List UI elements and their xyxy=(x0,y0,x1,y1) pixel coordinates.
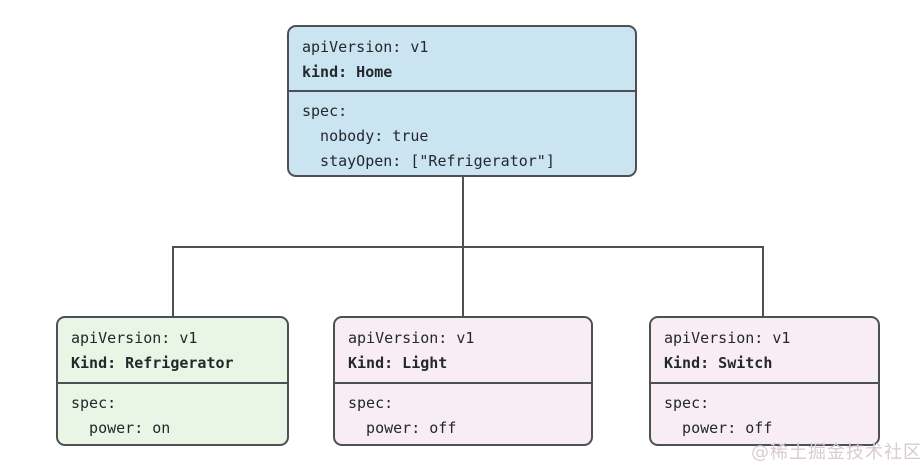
connector-root-stem xyxy=(462,177,464,248)
node-home-header: apiVersion: v1 kind: Home xyxy=(289,27,635,90)
node-home-kind: kind: Home xyxy=(302,63,393,81)
node-switch-spec: spec: xyxy=(664,394,710,412)
node-refrigerator: apiVersion: v1 Kind: Refrigerator spec: … xyxy=(56,316,289,446)
node-light-header: apiVersion: v1 Kind: Light xyxy=(335,318,591,382)
node-switch-apiversion: apiVersion: v1 xyxy=(664,329,791,347)
node-light-spec-power: power: off xyxy=(348,419,457,437)
node-home: apiVersion: v1 kind: Home spec: nobody: … xyxy=(287,25,637,177)
node-light-spec: spec: xyxy=(348,394,394,412)
connector-drop-light xyxy=(462,246,464,316)
node-home-spec-nobody: nobody: true xyxy=(302,127,429,145)
node-home-body: spec: nobody: true stayOpen: ["Refrigera… xyxy=(289,90,635,175)
node-refrigerator-kind: Kind: Refrigerator xyxy=(71,354,234,372)
node-light-apiversion: apiVersion: v1 xyxy=(348,329,475,347)
node-home-spec-stayopen: stayOpen: ["Refrigerator"] xyxy=(302,152,555,170)
node-light-kind: Kind: Light xyxy=(348,354,448,372)
node-refrigerator-body: spec: power: on xyxy=(58,382,287,444)
node-home-spec: spec: xyxy=(302,102,348,120)
node-refrigerator-spec: spec: xyxy=(71,394,117,412)
node-light-body: spec: power: off xyxy=(335,382,591,444)
node-switch-spec-power: power: off xyxy=(664,419,773,437)
node-switch-kind: Kind: Switch xyxy=(664,354,773,372)
connector-horizontal xyxy=(172,246,764,248)
node-light: apiVersion: v1 Kind: Light spec: power: … xyxy=(333,316,593,446)
connector-drop-refrigerator xyxy=(172,246,174,316)
connector-drop-switch xyxy=(762,246,764,316)
node-refrigerator-apiversion: apiVersion: v1 xyxy=(71,329,198,347)
node-home-apiversion: apiVersion: v1 xyxy=(302,38,429,56)
node-refrigerator-spec-power: power: on xyxy=(71,419,171,437)
node-switch: apiVersion: v1 Kind: Switch spec: power:… xyxy=(649,316,880,446)
watermark-text: @稀土掘金技术社区 xyxy=(751,442,922,463)
node-switch-header: apiVersion: v1 Kind: Switch xyxy=(651,318,878,382)
node-refrigerator-header: apiVersion: v1 Kind: Refrigerator xyxy=(58,318,287,382)
node-switch-body: spec: power: off xyxy=(651,382,878,444)
